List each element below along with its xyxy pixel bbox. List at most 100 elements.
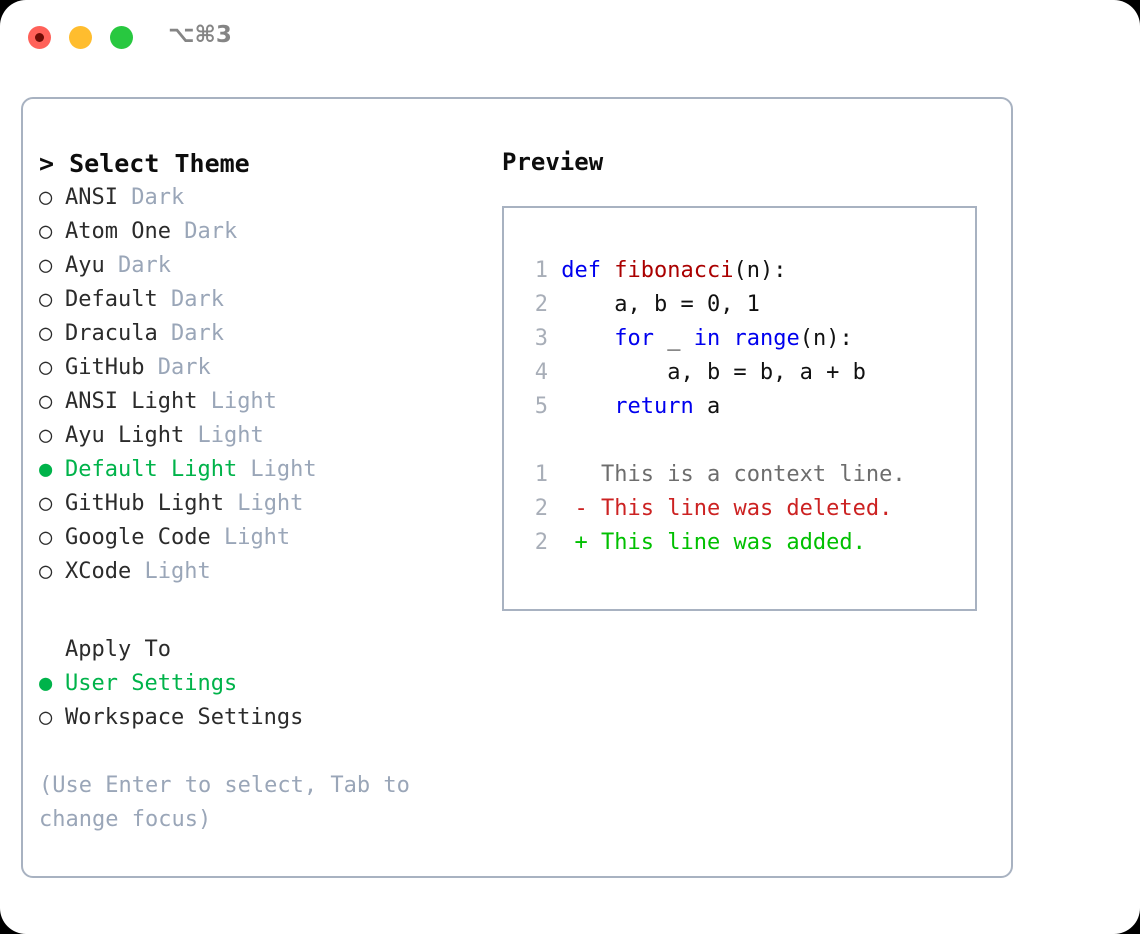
radio-selected-icon: ● [39, 671, 53, 696]
code-token: fibonacci [614, 258, 734, 283]
theme-variant-label: Light [210, 525, 291, 550]
preview-column: Preview 1 def fibonacci(n):2 a, b = 0, 1… [502, 147, 992, 611]
theme-variant-label: Dark [104, 253, 171, 278]
apply-to-label: User Settings [65, 671, 238, 696]
theme-name: Dracula [65, 321, 158, 346]
window-title: ⌥⌘3 [168, 22, 232, 48]
theme-variant-label: Dark [144, 355, 211, 380]
code-token: (n): [733, 258, 787, 283]
theme-name: Google Code [65, 525, 211, 550]
theme-option-row[interactable]: ○ Ayu Light Light [39, 419, 479, 453]
theme-option-row[interactable]: ○GitHub Light Light [39, 487, 479, 521]
theme-option-row[interactable]: ○ Ayu Dark [39, 249, 479, 283]
code-token: a, b = b, a + b [561, 360, 866, 385]
theme-variant-label: Dark [157, 287, 224, 312]
preview-heading: Preview [502, 148, 604, 176]
theme-name: Default [65, 287, 158, 312]
keyboard-hint-text: (Use Enter to select, Tab to change focu… [39, 773, 410, 832]
code-line: 2 a, b = 0, 1 [520, 288, 975, 322]
radio-unselected-icon: ○ [39, 287, 53, 312]
select-theme-heading: > Select Theme [39, 149, 250, 178]
diff-line: 1 This is a context line. [520, 458, 975, 492]
theme-name: GitHub Light [65, 491, 224, 516]
line-number: 2 [534, 496, 548, 521]
list-spacer [39, 589, 479, 633]
theme-name: ANSI Light [65, 389, 198, 414]
code-line: 1 def fibonacci(n): [520, 254, 975, 288]
title-bar: ⌥⌘3 [0, 0, 1140, 78]
code-token: for [614, 326, 654, 351]
theme-option-row[interactable]: ○XCode Light [39, 555, 479, 589]
apply-to-label: Workspace Settings [65, 705, 304, 730]
code-token: _ [653, 326, 694, 351]
theme-variant-label: Dark [117, 185, 185, 210]
code-token: def [561, 258, 601, 283]
code-line: 3 for _ in range(n): [520, 322, 975, 356]
code-token: a, b = 0, 1 [561, 292, 760, 317]
line-number: 1 [534, 462, 548, 487]
maximize-window-button[interactable] [110, 26, 133, 49]
apply-to-option-list: ● User Settings ○ Workspace Settings [39, 667, 479, 735]
code-token: range [733, 326, 800, 351]
theme-variant-label: Dark [157, 321, 224, 346]
theme-option-row[interactable]: ○ANSI Dark [39, 181, 479, 215]
theme-variant-label: Light [131, 559, 211, 584]
theme-variant-label: Dark [170, 219, 238, 244]
theme-variant-label: Light [197, 389, 277, 414]
diff-marker: - [574, 496, 601, 521]
apply-to-option-row[interactable]: ○ Workspace Settings [39, 701, 479, 735]
code-token: return [614, 394, 694, 419]
line-number: 3 [534, 326, 548, 351]
diff-line: 2 - This line was deleted. [520, 492, 975, 526]
radio-unselected-icon: ○ [39, 219, 53, 244]
code-line: 5 return a [520, 390, 975, 424]
theme-option-list: ○ANSI Dark○Atom One Dark○Ayu Dark○Defaul… [39, 181, 479, 589]
code-token [561, 394, 614, 419]
theme-name: Ayu [65, 253, 105, 278]
code-token: in [693, 326, 721, 351]
diff-text: This is a context line. [601, 462, 906, 487]
theme-option-row[interactable]: ○ Default Dark [39, 283, 479, 317]
radio-unselected-icon: ○ [39, 389, 53, 414]
theme-name: Atom One [65, 219, 171, 244]
code-token [561, 326, 614, 351]
radio-unselected-icon: ○ [39, 185, 53, 210]
minimize-window-button[interactable] [69, 26, 92, 49]
line-number: 2 [534, 292, 548, 317]
radio-unselected-icon: ○ [39, 253, 53, 278]
theme-variant-label: Light [184, 423, 264, 448]
theme-option-row[interactable]: ○ Google Code Light [39, 521, 479, 555]
line-number: 5 [534, 394, 548, 419]
diff-text: This line was deleted. [601, 496, 893, 521]
radio-unselected-icon: ○ [39, 525, 53, 550]
code-token: a [693, 394, 721, 419]
theme-variant-label: Light [237, 457, 317, 482]
code-token [720, 326, 733, 351]
radio-unselected-icon: ○ [39, 705, 53, 730]
theme-name: Ayu Light [65, 423, 185, 448]
code-token [601, 258, 614, 283]
line-number: 2 [534, 530, 548, 555]
theme-option-row[interactable]: ○Dracula Dark [39, 317, 479, 351]
theme-option-row[interactable]: ○ Atom One Dark [39, 215, 479, 249]
close-window-button[interactable] [28, 26, 51, 49]
diff-marker [575, 462, 602, 487]
theme-option-row[interactable]: ○ ANSI Light Light [39, 385, 479, 419]
code-token: (n): [799, 326, 853, 351]
theme-option-row[interactable]: ○GitHub Dark [39, 351, 479, 385]
apply-to-option-row[interactable]: ● User Settings [39, 667, 479, 701]
line-number: 4 [534, 360, 548, 385]
hint-spacer [39, 735, 479, 769]
theme-option-row[interactable]: ● Default Light Light [39, 453, 479, 487]
diff-marker: + [574, 530, 601, 555]
theme-name: Default Light [65, 457, 238, 482]
radio-selected-icon: ● [39, 457, 53, 482]
code-diff-separator [520, 424, 975, 458]
diff-sample: 1 This is a context line.2 - This line w… [520, 458, 975, 560]
radio-unselected-icon: ○ [39, 559, 53, 584]
theme-variant-label: Light [223, 491, 304, 516]
radio-unselected-icon: ○ [39, 423, 53, 448]
diff-line: 2 + This line was added. [520, 526, 975, 560]
